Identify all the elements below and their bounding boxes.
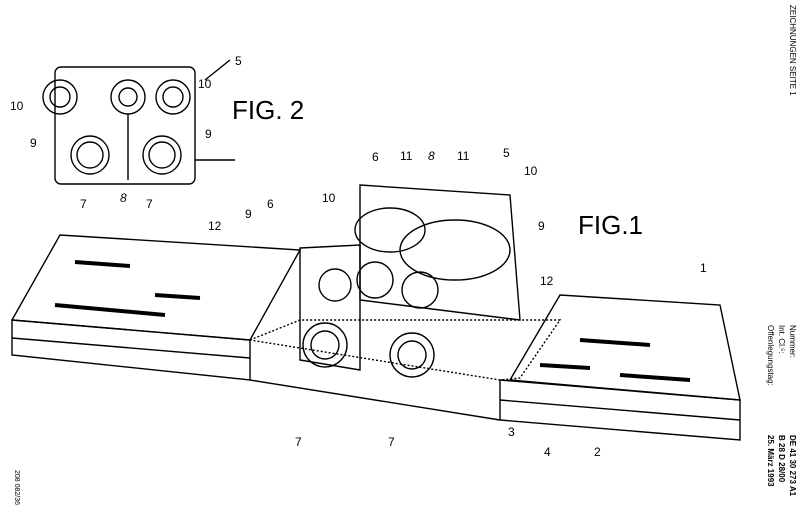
fig1-ref-10-right: 10 (524, 165, 537, 177)
number-label: Nummer: (787, 325, 797, 358)
fig1-ref-1: 1 (700, 262, 707, 274)
fig1-ref-10-left: 10 (322, 192, 335, 204)
fig1-ref-9-left: 9 (245, 208, 252, 220)
fig2-ref-5: 5 (235, 55, 242, 67)
fig1-ref-11-left: 11 (400, 150, 412, 162)
class-label: Int. Cl.⁵: (776, 325, 786, 354)
fig1-ref-3: 3 (508, 426, 515, 438)
fig1-ref-7-left: 7 (295, 436, 302, 448)
fig2-ref-9-left: 9 (30, 137, 37, 149)
number-value: DE 41 30 273 A1 (787, 435, 797, 496)
fig1-ref-11-right: 11 (457, 150, 469, 162)
fig1-ref-7-right: 7 (388, 436, 395, 448)
fig2-ref-7-left: 7 (80, 198, 87, 210)
fig2-ref-10-left: 10 (10, 100, 23, 112)
date-label: Offenlegungstag: (765, 325, 775, 386)
fig1-ref-8: 8 (428, 150, 435, 162)
fig2-ref-10-right: 10 (198, 78, 211, 90)
class-value: B 28 D 28/00 (776, 435, 786, 482)
fig1-ref-9-right: 9 (538, 220, 545, 232)
fig1-ref-2: 2 (594, 446, 601, 458)
fig1-ref-5: 5 (503, 147, 510, 159)
fig2-ref-8: 8 (120, 192, 127, 204)
fig1-title: FIG.1 (578, 212, 643, 238)
fig2-ref-9-right: 9 (205, 128, 212, 140)
fig1-ref-6-left: 6 (267, 198, 274, 210)
fig1-ref-12-right: 12 (540, 275, 553, 287)
sheet-header: ZEICHNUNGEN SEITE 1 (787, 5, 797, 96)
fig1-ref-12-left: 12 (208, 220, 221, 232)
fig2-title: FIG. 2 (232, 97, 304, 123)
fig1-ref-4: 4 (544, 446, 551, 458)
fig1-ref-6-top: 6 (372, 151, 379, 163)
fig2-ref-7-right: 7 (146, 198, 153, 210)
date-value: 25. März 1993 (765, 435, 775, 487)
footer-code: 208 082/36 (13, 470, 20, 505)
